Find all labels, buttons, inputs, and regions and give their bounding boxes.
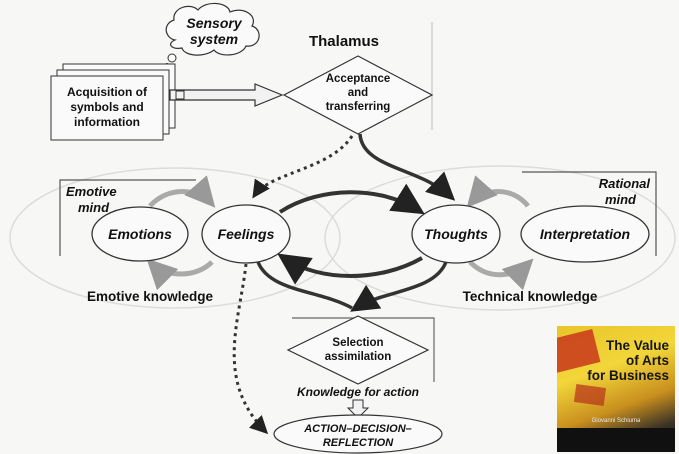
book-title-line-3: for Business xyxy=(587,368,669,383)
action-label-2: REFLECTION xyxy=(323,437,394,449)
thalamus-to-thoughts-arrow xyxy=(358,133,456,201)
technical-knowledge-label: Technical knowledge xyxy=(463,289,598,304)
sensory-system-cloud: Sensory system xyxy=(164,2,260,69)
rational-mind-frame: Rational mind xyxy=(522,171,657,256)
thoughts-to-feelings-arrow xyxy=(277,253,423,285)
acquisition-documents: Acquisition of symbols and information xyxy=(50,63,176,141)
emotive-mind-frame: Emotive mind xyxy=(59,179,196,256)
selection-label-2: assimilation xyxy=(325,351,391,363)
feelings-to-selection-arrow xyxy=(256,261,353,310)
emotions-label: Emotions xyxy=(108,226,172,242)
sensory-system-label-1: Sensory xyxy=(186,15,242,31)
acquisition-label-1: Acquisition of xyxy=(67,85,148,99)
emotive-knowledge-label: Emotive knowledge xyxy=(87,289,214,304)
feelings-to-emotions-arrow xyxy=(146,258,214,291)
emotive-mind-label-1: Emotive xyxy=(66,184,117,199)
thalamus-label: Thalamus xyxy=(309,33,379,50)
acceptance-label-2: and xyxy=(348,87,368,99)
acceptance-label-3: transferring xyxy=(326,101,391,113)
acceptance-label-1: Acceptance xyxy=(326,73,391,85)
down-hollow-arrow xyxy=(346,399,370,419)
technical-area-ellipse xyxy=(324,165,676,311)
book-title-line-2: of Arts xyxy=(626,353,669,368)
book-title: The Value of Arts for Business xyxy=(585,338,669,383)
interpretation-to-thoughts-arrow xyxy=(466,175,530,208)
selection-label-1: Selection xyxy=(332,337,383,349)
selection-frame xyxy=(292,317,435,382)
selection-diamond xyxy=(286,315,430,385)
action-node xyxy=(273,414,443,454)
emotions-to-feelings-arrow xyxy=(148,175,216,208)
interpretation-node xyxy=(520,205,650,263)
feelings-node xyxy=(201,204,291,264)
knowledge-for-action-label: Knowledge for action xyxy=(297,385,419,399)
emotive-mind-label-2: mind xyxy=(78,200,110,215)
acquisition-label-2: symbols and xyxy=(70,100,143,114)
acceptance-diamond xyxy=(282,55,434,135)
interpretation-label: Interpretation xyxy=(540,226,630,242)
book-cover-image: The Value of Arts for Business Giovanni … xyxy=(557,326,675,452)
feelings-to-thoughts-arrow xyxy=(278,183,425,215)
feelings-to-action-dotted xyxy=(232,263,269,435)
acquisition-label-3: information xyxy=(74,115,140,129)
sensory-system-label-2: system xyxy=(190,31,238,47)
thoughts-node xyxy=(411,204,501,264)
book-title-line-1: The Value xyxy=(605,338,669,353)
feelings-label: Feelings xyxy=(218,226,275,242)
emotions-node xyxy=(91,206,189,262)
book-author: Giovanni Schiuma xyxy=(591,418,641,424)
input-arrow xyxy=(169,83,284,107)
thoughts-to-interpretation-arrow xyxy=(468,258,534,291)
action-label-1: ACTION–DECISION– xyxy=(303,423,412,435)
thalamus-to-feelings-dotted xyxy=(252,135,354,199)
rational-mind-label-2: mind xyxy=(605,192,637,207)
rational-mind-label-1: Rational xyxy=(599,176,651,191)
thoughts-to-selection-arrow xyxy=(350,261,448,312)
emotive-area-ellipse xyxy=(9,167,341,309)
thoughts-label: Thoughts xyxy=(424,226,488,242)
